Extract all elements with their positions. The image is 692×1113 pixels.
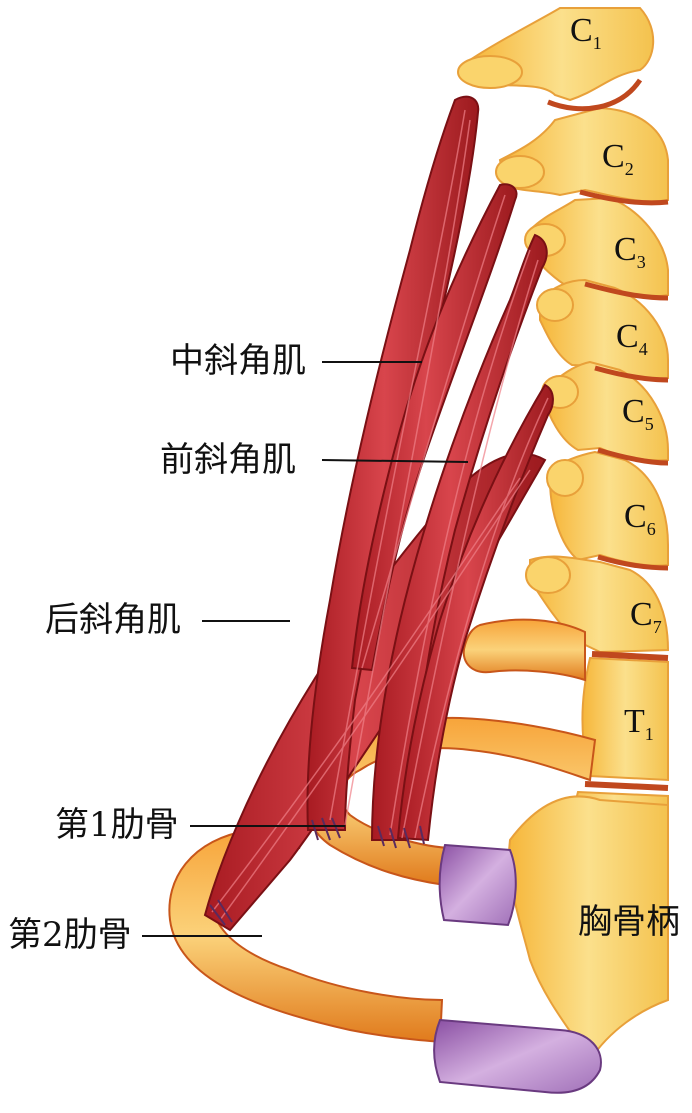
vertebra-letter: C <box>570 12 593 49</box>
vertebra-label-c3: C3 <box>614 231 646 272</box>
tendon-ends <box>209 817 425 926</box>
c1-transverse-process <box>457 55 523 89</box>
vertebra-number: 2 <box>624 159 634 179</box>
vertebra-label-c2: C2 <box>602 138 634 179</box>
vertebra-letter: C <box>622 393 645 430</box>
vertebra-label-c6: C6 <box>624 498 656 539</box>
disc-c4-c5 <box>594 365 669 383</box>
first-rib-label: 第1肋骨 <box>55 805 179 845</box>
leader-lines <box>142 361 469 937</box>
disc-c5-c6 <box>597 447 669 466</box>
vertebra-number: 5 <box>644 414 654 434</box>
first-rib-neck <box>462 618 586 682</box>
vertebra-label-c4: C4 <box>616 318 648 359</box>
anterior-scalene-label: 前斜角肌 <box>160 440 296 480</box>
muscle-fibres <box>211 109 549 921</box>
scalene-muscles <box>203 95 554 932</box>
vertebra-number: 7 <box>652 617 662 637</box>
disc-c3-c4 <box>584 281 669 301</box>
vertebra-letter: C <box>614 231 637 268</box>
disc-t1-t2 <box>584 781 669 791</box>
vertebra-letter: C <box>630 596 653 633</box>
vertebra-label-c7: C7 <box>630 596 662 637</box>
vertebra-number: 6 <box>646 519 656 539</box>
vertebra-letter: C <box>624 498 647 535</box>
vertebra-number: 1 <box>644 724 654 744</box>
vertebra-label-c5: C5 <box>622 393 654 434</box>
middle-scalene-label: 中斜角肌 <box>170 341 306 381</box>
t1-vertebra <box>581 656 669 782</box>
c3-vertebra <box>529 196 669 298</box>
anterior-scalene-slip-c5 <box>396 383 554 842</box>
second-rib-cartilage <box>433 1018 602 1094</box>
vertebra-label-c1: C1 <box>570 12 602 53</box>
vertebra-letter: C <box>602 138 625 175</box>
first-rib-cartilage <box>438 843 517 927</box>
vertebra-letter: C <box>616 318 639 355</box>
vertebra-letter: T <box>624 703 645 740</box>
posterior-scalene-label: 后斜角肌 <box>45 600 181 640</box>
vertebra-label-t1: T1 <box>624 703 654 744</box>
c7-transverse-process <box>525 556 571 594</box>
leader-anterior-scalene <box>321 459 469 463</box>
vertebra-number: 1 <box>592 33 602 53</box>
vertebra-number: 4 <box>638 339 648 359</box>
disc-c2-c3 <box>579 189 669 206</box>
c4-transverse-process <box>536 288 574 322</box>
vertebra-number: 3 <box>636 252 646 272</box>
disc-c1-c2 <box>547 78 643 112</box>
manubrium-label: 胸骨柄 <box>578 902 680 942</box>
disc-c7-t1 <box>591 651 669 661</box>
second-rib-label: 第2肋骨 <box>8 915 132 955</box>
c2-transverse-process <box>495 155 545 189</box>
c6-transverse-process <box>546 459 584 497</box>
disc-c6-c7 <box>597 554 669 571</box>
